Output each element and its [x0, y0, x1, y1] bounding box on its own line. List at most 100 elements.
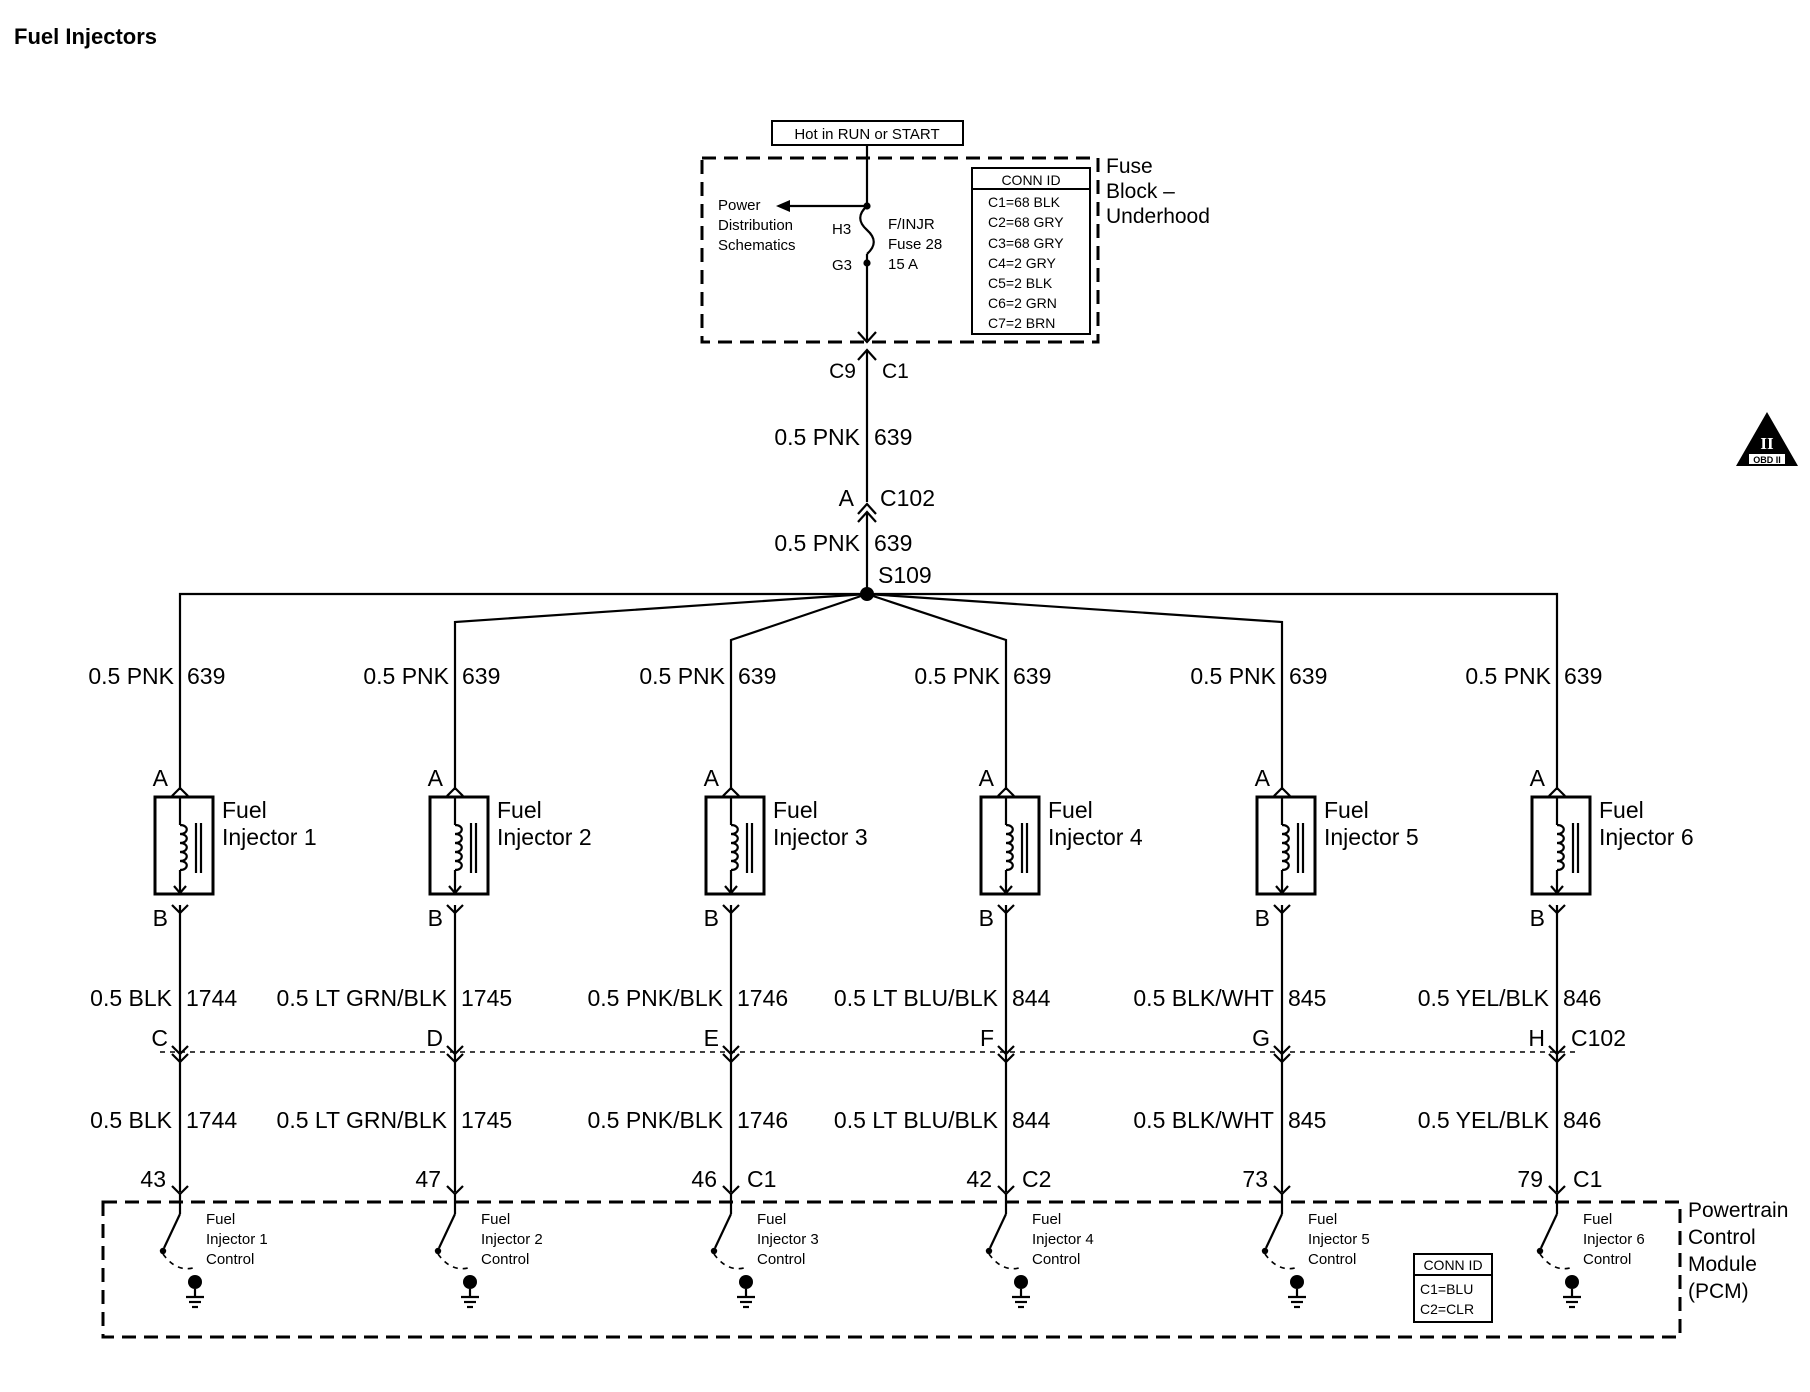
fuse-out-conn: C1: [882, 360, 909, 383]
svg-text:C1=BLU: C1=BLU: [1420, 1281, 1473, 1297]
svg-text:Underhood: Underhood: [1106, 205, 1210, 228]
svg-text:Block –: Block –: [1106, 180, 1175, 203]
svg-text:Module: Module: [1688, 1253, 1757, 1276]
fuse-label: F/INJR Fuse 28 15 A: [888, 216, 942, 273]
injector-name-1: Fuel: [222, 797, 267, 823]
ctrl-gauge-upper-3: 0.5 PNK/BLK: [587, 985, 723, 1011]
pcm-label-1: Fuel: [206, 1211, 235, 1228]
splice-label: S109: [878, 562, 932, 588]
feed-gauge-1: 0.5 PNK: [88, 663, 174, 689]
ctrl-gauge-lower-3: 0.5 PNK/BLK: [587, 1107, 723, 1133]
terminal-h3-label: H3: [832, 221, 851, 238]
svg-text:C1=68 BLK: C1=68 BLK: [988, 194, 1061, 210]
c102-feed-pin: A: [839, 485, 855, 511]
pin-b-5: B: [1255, 905, 1270, 931]
ctrl-circuit-lower-2: 1745: [461, 1107, 512, 1133]
pin-b-1: B: [153, 905, 168, 931]
fuel-injector-3: [704, 795, 766, 896]
ctrl-circuit-upper-2: 1745: [461, 985, 512, 1011]
svg-text:C4=2 GRY: C4=2 GRY: [988, 255, 1056, 271]
pcm-conn-id-entries: C1=BLU C2=CLR: [1420, 1281, 1474, 1317]
injector-name-3: Fuel: [773, 797, 818, 823]
c102-pin-1: C: [151, 1025, 168, 1051]
svg-text:C2=CLR: C2=CLR: [1420, 1301, 1474, 1317]
svg-text:C5=2 BLK: C5=2 BLK: [988, 275, 1053, 291]
fuse-out-pin: C9: [829, 360, 856, 383]
pcm-outline: [101, 1200, 1682, 1339]
pcm-pin-3: 46: [691, 1166, 717, 1192]
pin-a-3: A: [704, 765, 720, 791]
pcm-label-5-b: Injector 5: [1308, 1231, 1370, 1248]
injector-coil-2: [454, 823, 463, 872]
svg-text:Distribution: Distribution: [718, 217, 793, 234]
feed-gauge-3: 0.5 PNK: [639, 663, 725, 689]
fuse-conn-id-table: [971, 167, 1091, 335]
svg-text:C3=68 GRY: C3=68 GRY: [988, 235, 1064, 251]
svg-text:Control: Control: [1688, 1226, 1756, 1249]
feed-circuit-1: 639: [187, 663, 225, 689]
injector-name-6: Fuel: [1599, 797, 1644, 823]
injector-name-5: Fuel: [1324, 797, 1369, 823]
pcm-driver-switch-4: [985, 1194, 1030, 1309]
feed-lower-gauge: 0.5 PNK: [774, 530, 860, 556]
pcm-label-2-c: Control: [481, 1251, 529, 1268]
svg-text:F/INJR: F/INJR: [888, 216, 935, 233]
pcm-driver-switch-2: [434, 1194, 479, 1309]
svg-text:(PCM): (PCM): [1688, 1280, 1749, 1303]
pcm-label-3-c: Control: [757, 1251, 805, 1268]
svg-text:Schematics: Schematics: [718, 237, 796, 254]
c102-label-6: C102: [1571, 1025, 1626, 1051]
fuel-injector-5: [1255, 795, 1317, 896]
pcm-label-3: Fuel: [757, 1211, 786, 1228]
pcm-label-4-c: Control: [1032, 1251, 1080, 1268]
pin-b-6: B: [1530, 905, 1545, 931]
injector-coil-5: [1281, 823, 1290, 872]
feed-circuit-3: 639: [738, 663, 776, 689]
svg-text:C7=2 BRN: C7=2 BRN: [988, 315, 1055, 331]
pcm-driver-switch-6: [1536, 1194, 1581, 1309]
ctrl-circuit-upper-6: 846: [1563, 985, 1601, 1011]
c102-pin-2: D: [426, 1025, 443, 1051]
c102-feed-conn: C102: [880, 485, 935, 511]
pcm-label-6-b: Injector 6: [1583, 1231, 1645, 1248]
feed-gauge-2: 0.5 PNK: [363, 663, 449, 689]
fuel-injector-6: [1530, 795, 1592, 896]
svg-text:OBD II: OBD II: [1753, 455, 1781, 465]
fuse-conn-id-entries: C1=68 BLK C2=68 GRY C3=68 GRY C4=2 GRY C…: [988, 194, 1064, 331]
svg-text:Fuse: Fuse: [1106, 155, 1153, 178]
feed-upper-circuit: 639: [874, 424, 912, 450]
c102-pin-3: E: [704, 1025, 719, 1051]
power-dist-label: Power Distribution Schematics: [718, 197, 796, 254]
ctrl-circuit-lower-4: 844: [1012, 1107, 1051, 1133]
pcm-pin-1: 43: [140, 1166, 166, 1192]
ctrl-circuit-lower-6: 846: [1563, 1107, 1601, 1133]
power-source-box: [771, 120, 964, 146]
fuse-block-outline: [700, 156, 1100, 344]
pcm-label-2-b: Injector 2: [481, 1231, 543, 1248]
pcm-label-5: Fuel: [1308, 1211, 1337, 1228]
pcm-label-3-b: Injector 3: [757, 1231, 819, 1248]
injector-coil-4: [1005, 823, 1014, 872]
pin-a-1: A: [153, 765, 169, 791]
injector-name-6-b: Injector 6: [1599, 824, 1694, 850]
feed-circuit-2: 639: [462, 663, 500, 689]
injector-name-3-b: Injector 3: [773, 824, 868, 850]
c102-pin-5: G: [1252, 1025, 1270, 1051]
pin-b-4: B: [979, 905, 994, 931]
svg-text:Fuse 28: Fuse 28: [888, 236, 942, 253]
ctrl-gauge-upper-6: 0.5 YEL/BLK: [1418, 985, 1550, 1011]
pin-a-2: A: [428, 765, 444, 791]
ctrl-gauge-upper-5: 0.5 BLK/WHT: [1133, 985, 1274, 1011]
pcm-pin-6: 79: [1517, 1166, 1543, 1192]
ctrl-circuit-upper-4: 844: [1012, 985, 1051, 1011]
injector-name-4: Fuel: [1048, 797, 1093, 823]
pcm-label-1-b: Injector 1: [206, 1231, 268, 1248]
injector-name-1-b: Injector 1: [222, 824, 317, 850]
pcm-label-4-b: Injector 4: [1032, 1231, 1094, 1248]
page-title: Fuel Injectors: [14, 24, 158, 49]
